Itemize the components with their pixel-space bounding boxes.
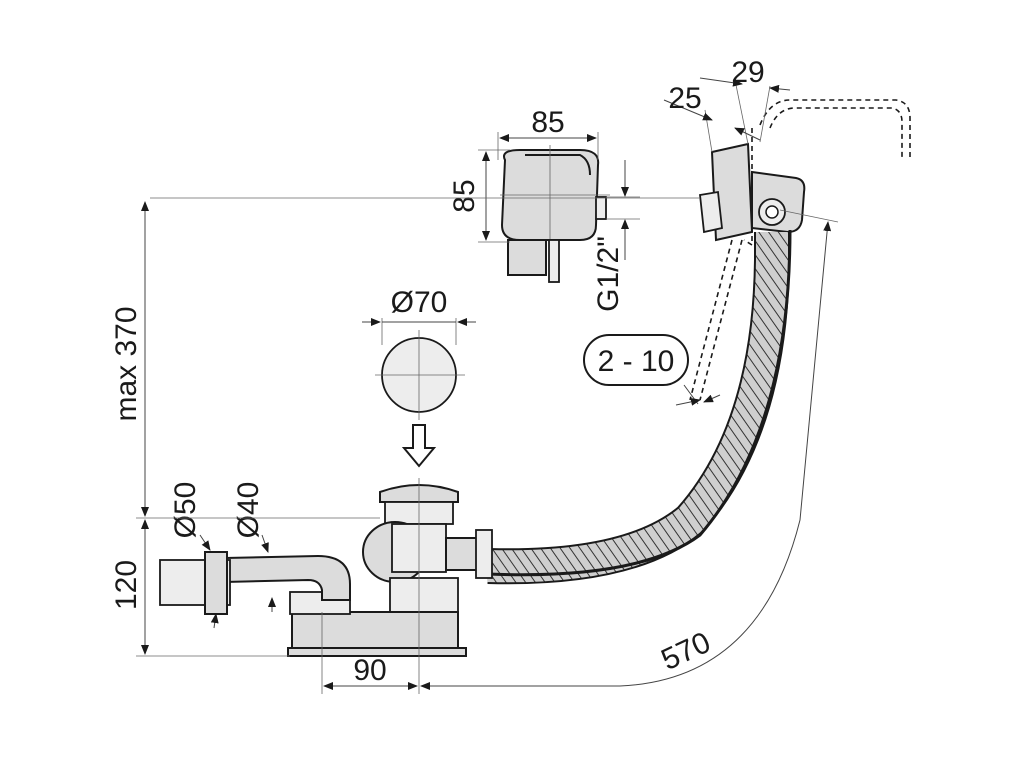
dim-range-2-10: 2 - 10 — [583, 334, 721, 406]
dim-height-85: 85 — [448, 149, 510, 243]
drain-cover — [375, 330, 465, 420]
label-height-120: 120 — [110, 560, 143, 610]
label-length-570: 570 — [656, 626, 715, 677]
dim-length-90: 90 — [321, 478, 420, 694]
label-diameter-50: Ø50 — [169, 482, 202, 539]
dim-max-370: max 370 — [110, 201, 380, 519]
dim-width-85: 85 — [497, 106, 599, 160]
flexible-hose — [487, 229, 792, 585]
dim-diameter-50-40: Ø50 Ø40 — [169, 482, 276, 629]
dim-thread-g12: G1/2" — [592, 160, 640, 312]
dim-height-120: 120 — [110, 519, 290, 657]
down-arrow-icon — [401, 424, 437, 468]
label-depth-25: 25 — [668, 82, 701, 115]
label-height-85: 85 — [448, 179, 481, 212]
label-depth-29: 29 — [731, 56, 764, 89]
label-diameter-70: Ø70 — [391, 286, 448, 319]
overflow-flange — [150, 142, 806, 242]
label-thread: G1/2" — [592, 236, 625, 312]
label-width-85: 85 — [531, 106, 564, 139]
dim-depth-25-29: 25 29 — [663, 56, 791, 153]
label-length-90: 90 — [353, 654, 386, 687]
label-max-370: max 370 — [110, 306, 143, 421]
bath-wall-dashed — [689, 99, 911, 401]
outlet-elbow — [159, 551, 351, 615]
label-range-2-10: 2 - 10 — [598, 345, 675, 378]
label-diameter-40: Ø40 — [232, 482, 265, 539]
